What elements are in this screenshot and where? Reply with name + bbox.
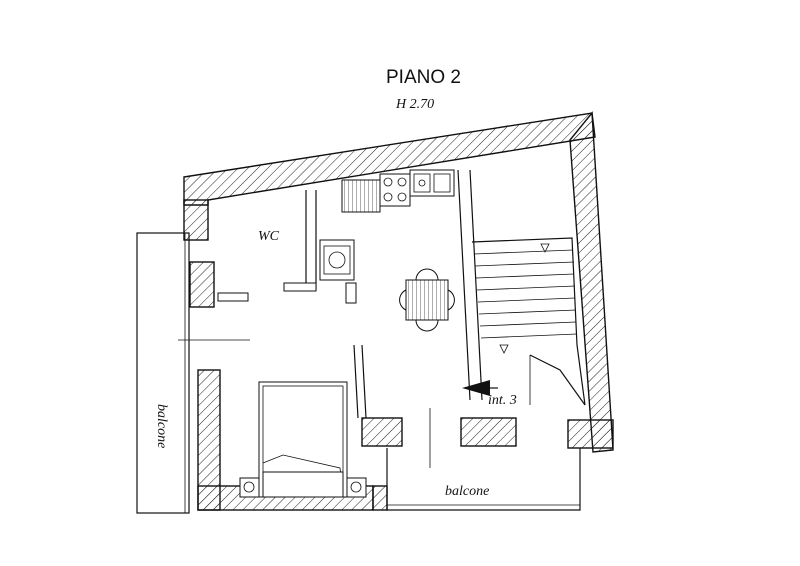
wc-label: WC: [258, 229, 280, 244]
floor-title: PIANO 2: [386, 67, 461, 88]
dining-table: [399, 268, 455, 332]
balcony-left: balcone: [136, 232, 250, 514]
balcony-bottom-label: balcone: [445, 484, 489, 499]
unit-label: int. 3: [488, 393, 517, 408]
balcony-bottom: balcone: [386, 408, 581, 511]
outer-walls: [183, 111, 614, 511]
kitchen-counter: [341, 169, 455, 213]
stairs: [471, 237, 586, 406]
height-label: H 2.70: [395, 97, 434, 112]
balcony-left-label: balcone: [154, 404, 169, 448]
stove: [319, 239, 355, 281]
interior-walls: [217, 169, 483, 419]
bedroom: [239, 381, 367, 498]
entrance-marker: [462, 380, 498, 396]
